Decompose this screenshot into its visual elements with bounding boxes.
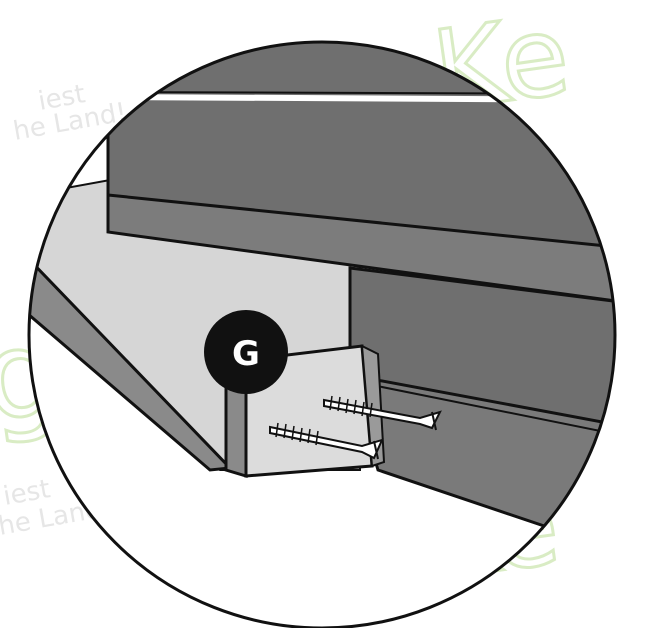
wood-screw-icon <box>269 422 384 460</box>
top-board-lip <box>106 193 615 307</box>
wood-screw-icon <box>323 395 442 431</box>
block-edge <box>360 344 386 468</box>
callout-label: G <box>232 334 260 374</box>
side-rail <box>29 237 234 472</box>
circle-letter-badge: G <box>204 310 288 394</box>
magnifier-circle <box>27 40 617 628</box>
